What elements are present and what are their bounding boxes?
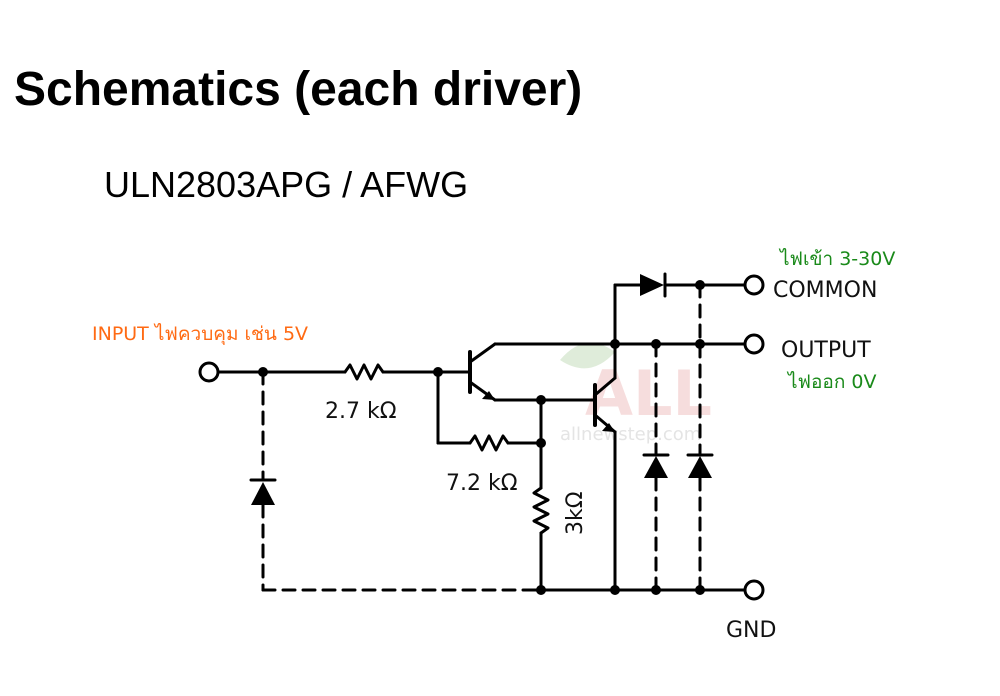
watermark-leaf: [560, 342, 615, 369]
diode-d2-triangle: [644, 456, 668, 478]
common-annotation: ไฟเข้า 3-30V: [778, 248, 895, 270]
watermark: ALL allnewstep.com: [560, 342, 712, 445]
page-subtitle: ULN2803APG / AFWG: [104, 164, 469, 205]
page-title: Schematics (each driver): [14, 63, 583, 116]
resistor-r2: [468, 434, 510, 452]
resistor-r1: [343, 363, 385, 381]
input-annotation: INPUT ไฟควบคุม เช่น 5V: [92, 323, 308, 346]
q2-emitter-arrow: [602, 423, 615, 432]
resistor-r1-label: 2.7 kΩ: [325, 399, 397, 424]
q2-collector-leg: [593, 376, 617, 397]
q1-emitter-arrow: [482, 391, 495, 400]
watermark-url: allnewstep.com: [560, 424, 701, 445]
common-diode-triangle: [640, 274, 664, 296]
output-label: OUTPUT: [781, 338, 871, 363]
common-label: COMMON: [773, 278, 877, 303]
output-annotation: ไฟออก 0V: [786, 371, 876, 393]
gnd-terminal: [743, 579, 765, 601]
input-clamp-triangle: [251, 482, 275, 505]
q1-collector-leg: [468, 342, 497, 364]
diode-d3-triangle: [688, 456, 712, 478]
common-terminal: [743, 274, 765, 296]
watermark-logo: ALL: [585, 357, 712, 430]
resistor-r2-label: 7.2 kΩ: [446, 471, 518, 496]
junction-dots: [258, 280, 705, 595]
resistor-r3-label: 3kΩ: [563, 491, 588, 535]
gnd-label: GND: [726, 618, 776, 643]
input-terminal: [198, 361, 220, 383]
resistor-r3: [532, 486, 550, 535]
output-terminal: [743, 333, 765, 355]
